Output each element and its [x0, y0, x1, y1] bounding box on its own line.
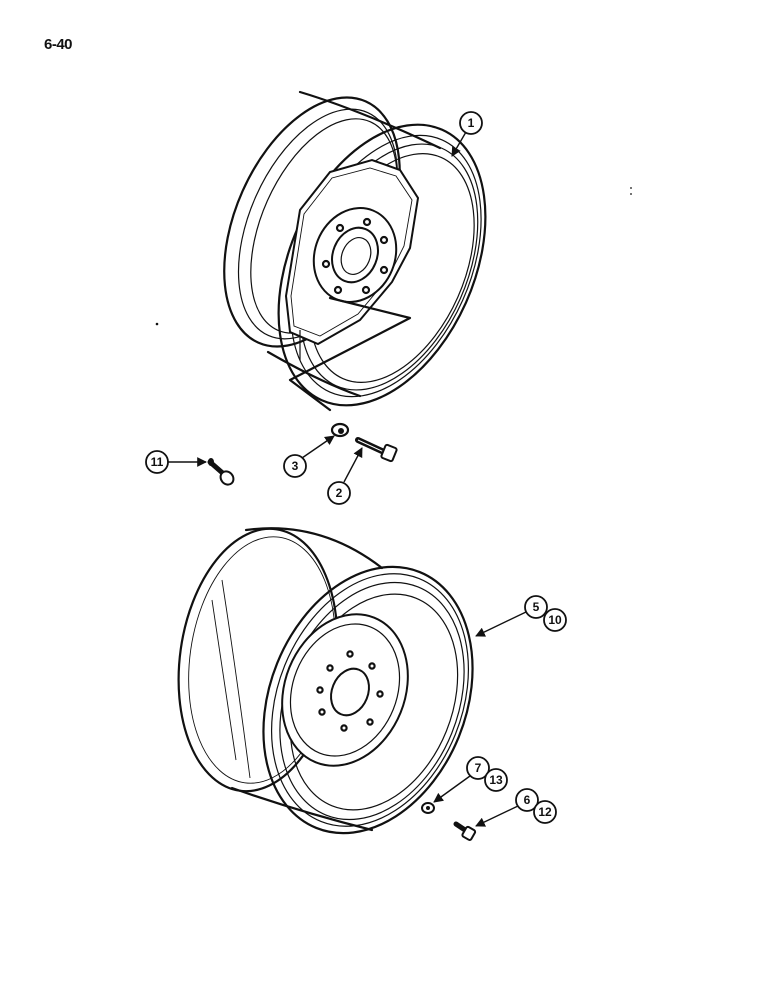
callout-6: 6 [515, 788, 539, 812]
scan-speck [630, 187, 632, 189]
callout-1-label: 1 [468, 116, 475, 130]
bolt-2 [355, 437, 398, 463]
callout-3-label: 3 [292, 459, 299, 473]
callout-12-label: 12 [538, 805, 552, 819]
leader-1 [451, 131, 467, 157]
leader-5-10 [475, 611, 527, 637]
callout-12: 12 [533, 800, 557, 824]
callout-10: 10 [543, 608, 567, 632]
callout-5-label: 5 [533, 600, 540, 614]
washer-7-13 [421, 802, 435, 814]
leader-6-12 [475, 805, 519, 827]
callout-7: 7 [466, 756, 490, 780]
callout-10-label: 10 [548, 613, 562, 627]
callout-13: 13 [484, 768, 508, 792]
callout-1: 1 [459, 111, 483, 135]
washer-3 [330, 422, 350, 438]
lower-wheel-rim [177, 527, 474, 835]
callout-5: 5 [524, 595, 548, 619]
upper-wheel-center-disc [284, 158, 420, 412]
callout-6-label: 6 [524, 793, 531, 807]
callout-11: 11 [145, 450, 169, 474]
leader-3 [301, 435, 335, 459]
lower-wheel-center-disc [281, 613, 409, 767]
callout-13-label: 13 [489, 773, 503, 787]
callout-3: 3 [283, 454, 307, 478]
leader-2 [343, 447, 363, 483]
callout-2: 2 [327, 481, 351, 505]
scan-speck [630, 193, 632, 195]
bolt-6-12 [453, 821, 477, 841]
valve-stem-11 [207, 458, 235, 486]
callout-11-label: 11 [151, 455, 164, 469]
leader-7-13 [433, 775, 471, 803]
callout-2-label: 2 [336, 486, 343, 500]
page-number: 6-40 [44, 36, 73, 53]
callout-7-label: 7 [475, 761, 482, 775]
scan-speck [155, 322, 159, 326]
